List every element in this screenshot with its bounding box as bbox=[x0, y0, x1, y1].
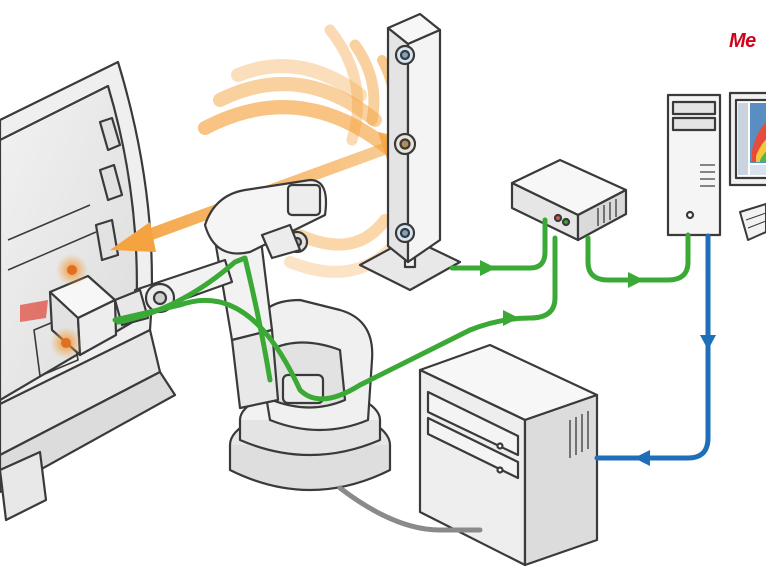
brand-logo-text: Me bbox=[729, 30, 756, 52]
robot-arm bbox=[113, 178, 392, 492]
monitor bbox=[728, 91, 766, 187]
scanner-head bbox=[20, 254, 118, 359]
blue-flow-arrows bbox=[634, 335, 716, 466]
grey-power-cable bbox=[337, 485, 483, 533]
controller-box bbox=[510, 158, 628, 242]
pc-tower bbox=[666, 93, 722, 237]
green-data-cables bbox=[112, 217, 691, 402]
laser-tracker-tower bbox=[358, 12, 462, 292]
keyboard bbox=[739, 203, 766, 241]
server-cabinet bbox=[418, 343, 599, 567]
blue-data-cable bbox=[594, 233, 711, 461]
green-flow-arrows bbox=[480, 260, 644, 326]
